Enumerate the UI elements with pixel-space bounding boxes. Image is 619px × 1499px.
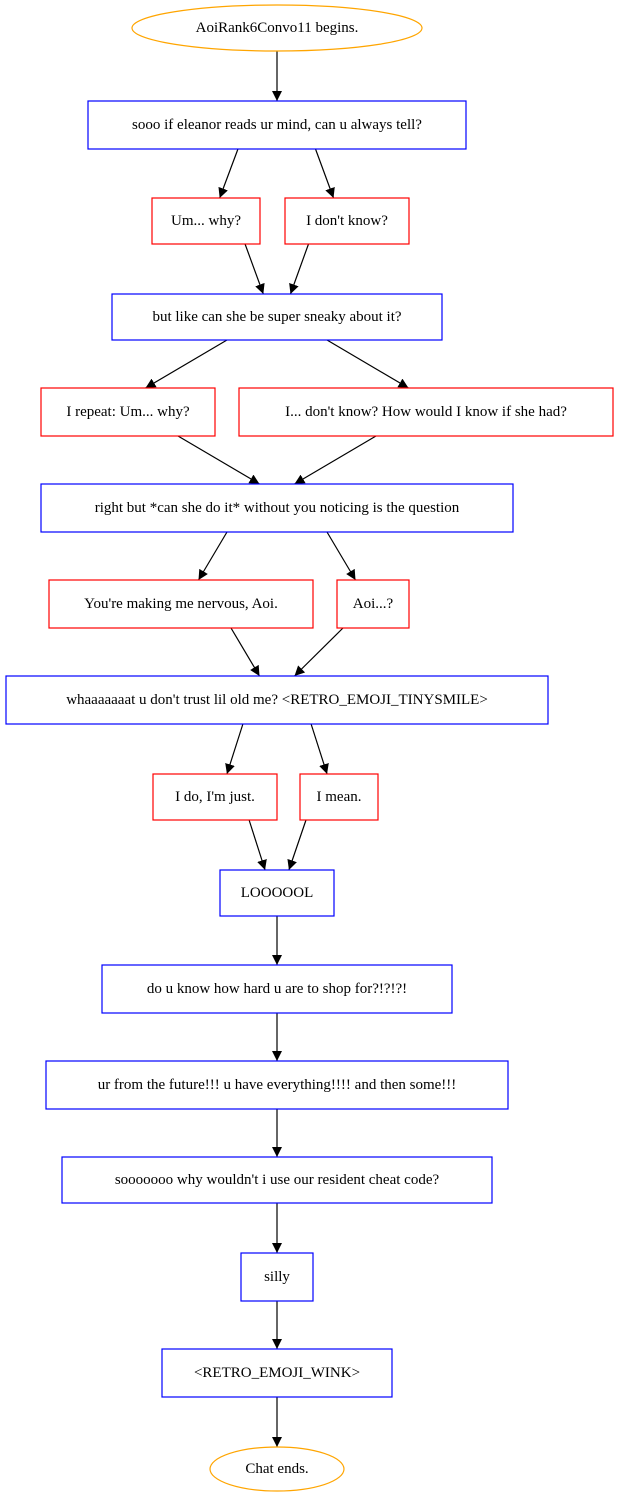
edge-c4b-to-n5 <box>287 819 307 871</box>
edge-n4-to-c4b <box>310 723 329 775</box>
node-label-c1b: I don't know? <box>306 213 388 229</box>
node-n9: silly <box>240 1252 314 1302</box>
message-box-n6 <box>101 964 453 1014</box>
edge-c2a-to-n3 <box>177 435 260 485</box>
edge-n2-to-c2a <box>145 339 228 389</box>
node-n3: right but *can she do it* without you no… <box>40 483 514 533</box>
edges-layer <box>145 51 409 1447</box>
edge-n2-to-c2b <box>326 339 409 389</box>
node-label-n4: whaaaaaaat u don't trust lil old me? <RE… <box>66 692 488 708</box>
edge-n1-to-c1b <box>314 148 335 199</box>
choice-box-c3a <box>48 579 314 629</box>
node-label-end: Chat ends. <box>245 1461 308 1477</box>
node-c2a: I repeat: Um... why? <box>40 387 216 437</box>
node-c1a: Um... why? <box>151 197 261 245</box>
choice-box-c1a <box>151 197 261 245</box>
choice-box-c2b <box>238 387 614 437</box>
choice-box-c1b <box>284 197 410 245</box>
node-label-n10: <RETRO_EMOJI_WINK> <box>194 1365 360 1381</box>
edge-c4a-to-n5 <box>248 819 267 871</box>
message-box-n4 <box>5 675 549 725</box>
edge-c1a-to-n2 <box>244 243 265 295</box>
node-n8: sooooooo why wouldn't i use our resident… <box>61 1156 493 1204</box>
message-box-n1 <box>87 100 467 150</box>
node-label-n1: sooo if eleanor reads ur mind, can u alw… <box>132 117 422 133</box>
node-label-c1a: Um... why? <box>171 213 241 229</box>
message-box-n5 <box>219 869 335 917</box>
node-c1b: I don't know? <box>284 197 410 245</box>
node-c4a: I do, I'm just. <box>152 773 278 821</box>
node-n1: sooo if eleanor reads ur mind, can u alw… <box>87 100 467 150</box>
nodes-layer: AoiRank6Convo11 begins. sooo if eleanor r… <box>5 4 614 1492</box>
node-label-start: AoiRank6Convo11 begins. <box>196 20 359 36</box>
node-c3a: You're making me nervous, Aoi. <box>48 579 314 629</box>
edge-c3b-to-n4 <box>294 627 344 677</box>
node-label-c4a: I do, I'm just. <box>175 789 255 805</box>
node-n4: whaaaaaaat u don't trust lil old me? <RE… <box>5 675 549 725</box>
node-n5: LOOOOOL <box>219 869 335 917</box>
node-n2: but like can she be super sneaky about i… <box>111 293 443 341</box>
node-c3b: Aoi...? <box>336 579 410 629</box>
node-label-c2a: I repeat: Um... why? <box>66 404 190 420</box>
node-label-c3a: You're making me nervous, Aoi. <box>84 596 278 612</box>
node-c4b: I mean. <box>299 773 379 821</box>
node-label-n3: right but *can she do it* without you no… <box>95 500 460 516</box>
node-start: AoiRank6Convo11 begins. <box>131 4 423 52</box>
node-label-c3b: Aoi...? <box>353 596 394 612</box>
message-box-n2 <box>111 293 443 341</box>
node-label-n6: do u know how hard u are to shop for?!?!… <box>147 981 407 997</box>
node-label-c2b: I... don't know? How would I know if she… <box>285 404 567 420</box>
edge-n4-to-c4a <box>225 723 244 775</box>
edge-c2b-to-n3 <box>294 435 377 485</box>
choice-box-c4b <box>299 773 379 821</box>
node-end: Chat ends. <box>209 1446 345 1492</box>
node-n6: do u know how hard u are to shop for?!?!… <box>101 964 453 1014</box>
edge-n1-to-c1a <box>218 148 239 199</box>
node-label-n2: but like can she be super sneaky about i… <box>152 309 401 325</box>
edge-c1b-to-n2 <box>289 243 310 295</box>
choice-box-c3b <box>336 579 410 629</box>
node-n10: <RETRO_EMOJI_WINK> <box>161 1348 393 1398</box>
start-ellipse <box>131 4 423 52</box>
edge-n3-to-c3a <box>197 531 228 581</box>
node-n7: ur from the future!!! u have everything!… <box>45 1060 509 1110</box>
message-box-n8 <box>61 1156 493 1204</box>
node-label-n8: sooooooo why wouldn't i use our resident… <box>115 1172 440 1188</box>
node-label-c4b: I mean. <box>317 789 362 805</box>
edge-c3a-to-n4 <box>230 627 261 677</box>
choice-box-c2a <box>40 387 216 437</box>
message-box-n9 <box>240 1252 314 1302</box>
node-label-n7: ur from the future!!! u have everything!… <box>98 1077 457 1093</box>
node-label-n9: silly <box>264 1269 290 1285</box>
edge-n3-to-c3b <box>326 531 357 581</box>
node-c2b: I... don't know? How would I know if she… <box>238 387 614 437</box>
message-box-n3 <box>40 483 514 533</box>
message-box-n7 <box>45 1060 509 1110</box>
message-box-n10 <box>161 1348 393 1398</box>
node-label-n5: LOOOOOL <box>241 885 314 901</box>
end-ellipse <box>209 1446 345 1492</box>
choice-box-c4a <box>152 773 278 821</box>
